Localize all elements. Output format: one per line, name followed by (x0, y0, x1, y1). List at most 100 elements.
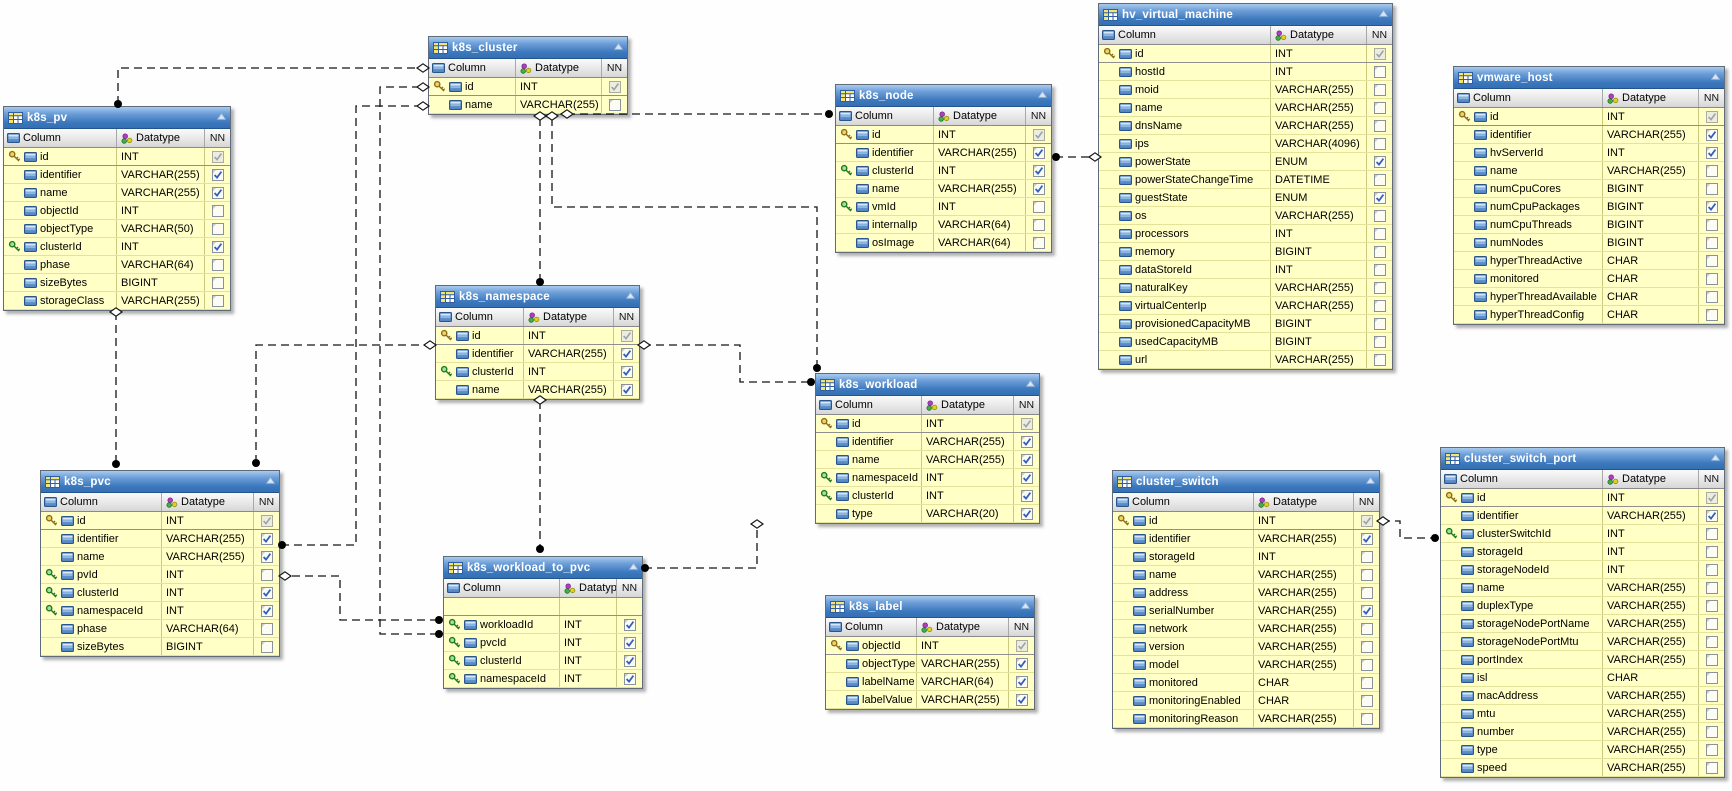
nn-checkbox-unchecked[interactable] (211, 294, 224, 307)
nn-checkbox-unchecked[interactable] (211, 258, 224, 271)
nn-checkbox-disabled[interactable] (1360, 514, 1373, 527)
collapse-triangle-icon[interactable] (216, 113, 227, 120)
nn-checkbox-checked[interactable] (1020, 471, 1033, 484)
nn-checkbox-unchecked[interactable] (1360, 622, 1373, 635)
nn-checkbox-checked[interactable] (1020, 489, 1033, 502)
collapse-triangle-icon[interactable] (1378, 10, 1389, 17)
nn-checkbox-checked[interactable] (1360, 532, 1373, 545)
nn-checkbox-disabled[interactable] (260, 514, 273, 527)
nn-checkbox-unchecked[interactable] (1360, 586, 1373, 599)
nn-checkbox-unchecked[interactable] (1360, 568, 1373, 581)
nn-checkbox-unchecked[interactable] (260, 622, 273, 635)
nn-checkbox-unchecked[interactable] (1032, 236, 1045, 249)
nn-checkbox-unchecked[interactable] (1705, 743, 1718, 756)
nn-checkbox-unchecked[interactable] (1360, 640, 1373, 653)
collapse-triangle-icon[interactable] (1710, 454, 1721, 461)
nn-checkbox-unchecked[interactable] (1373, 119, 1386, 132)
nn-checkbox-checked[interactable] (260, 550, 273, 563)
nn-checkbox-unchecked[interactable] (1373, 245, 1386, 258)
nn-checkbox-checked[interactable] (1032, 182, 1045, 195)
nn-checkbox-unchecked[interactable] (1705, 164, 1718, 177)
nn-checkbox-unchecked[interactable] (1705, 653, 1718, 666)
collapse-triangle-icon[interactable] (265, 477, 276, 484)
nn-checkbox-disabled[interactable] (1015, 639, 1028, 652)
nn-checkbox-checked[interactable] (211, 240, 224, 253)
nn-checkbox-checked[interactable] (1015, 675, 1028, 688)
nn-checkbox-checked[interactable] (211, 168, 224, 181)
nn-checkbox-checked[interactable] (260, 532, 273, 545)
nn-checkbox-unchecked[interactable] (1705, 290, 1718, 303)
relationship-k8s_workload-to-k8s_namespace[interactable] (643, 344, 810, 383)
relationship-k8s_workload_to_pvc-to-k8s_workload[interactable] (644, 526, 758, 569)
nn-checkbox-unchecked[interactable] (1705, 617, 1718, 630)
nn-checkbox-unchecked[interactable] (1373, 317, 1386, 330)
nn-checkbox-unchecked[interactable] (1373, 209, 1386, 222)
nn-checkbox-unchecked[interactable] (1705, 254, 1718, 267)
nn-checkbox-disabled[interactable] (1373, 47, 1386, 60)
nn-checkbox-unchecked[interactable] (1705, 545, 1718, 558)
nn-checkbox-unchecked[interactable] (1705, 236, 1718, 249)
collapse-triangle-icon[interactable] (613, 43, 624, 50)
nn-checkbox-unchecked[interactable] (1032, 200, 1045, 213)
nn-checkbox-checked[interactable] (1032, 146, 1045, 159)
nn-checkbox-unchecked[interactable] (1705, 182, 1718, 195)
nn-checkbox-unchecked[interactable] (211, 204, 224, 217)
nn-checkbox-unchecked[interactable] (1373, 227, 1386, 240)
table-k8s_workload_to_pvc[interactable]: k8s_workload_to_pvcColumnDatatypeNNworkl… (443, 556, 643, 689)
nn-checkbox-unchecked[interactable] (1705, 689, 1718, 702)
collapse-triangle-icon[interactable] (625, 292, 636, 299)
nn-checkbox-disabled[interactable] (1705, 491, 1718, 504)
nn-checkbox-unchecked[interactable] (1360, 676, 1373, 689)
nn-checkbox-checked[interactable] (1020, 435, 1033, 448)
collapse-triangle-icon[interactable] (1037, 91, 1048, 98)
nn-checkbox-unchecked[interactable] (1360, 712, 1373, 725)
table-titlebar[interactable]: k8s_pv (4, 107, 230, 129)
nn-checkbox-unchecked[interactable] (1705, 599, 1718, 612)
nn-checkbox-unchecked[interactable] (1360, 658, 1373, 671)
collapse-triangle-icon[interactable] (1365, 477, 1376, 484)
